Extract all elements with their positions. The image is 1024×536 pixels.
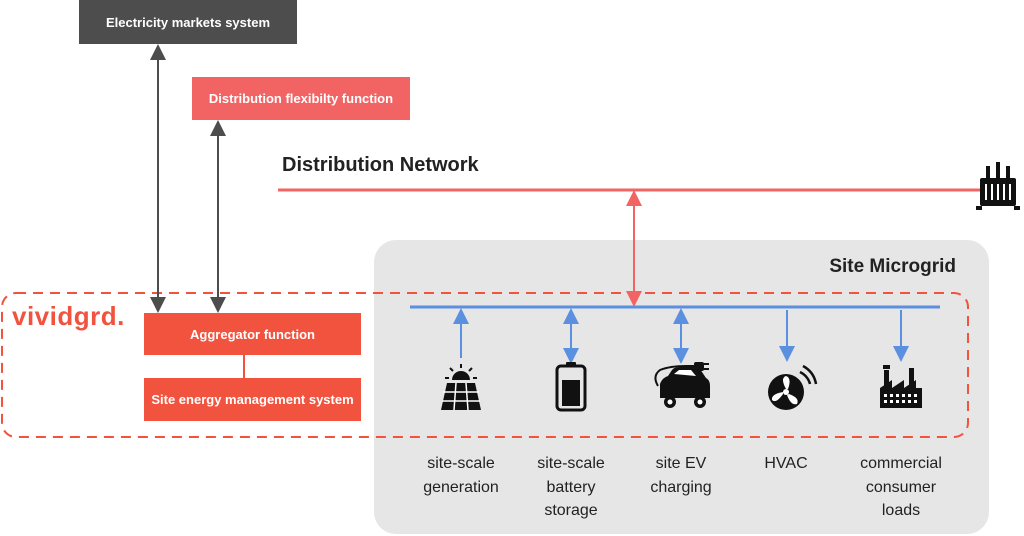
ev-car-icon [654,362,710,408]
asset-label-hvac: HVAC [764,455,808,472]
battery-icon [555,362,587,412]
site-microgrid-title: Site Microgrid [829,256,956,277]
aggregator-function-label: Aggregator function [190,326,315,342]
distribution-network-title: Distribution Network [282,154,479,176]
distribution-flexibility-function-label: Distribution flexibilty function [208,91,394,106]
solar-panel-icon [441,364,481,411]
site-energy-management-system-box: Site energy management system [144,378,361,421]
factory-icon [880,365,922,408]
vividgrd-logo: vividgrd. [12,301,125,331]
electricity-markets-system-label: Electricity markets system [105,14,271,30]
electricity-markets-system-box: Electricity markets system [79,0,297,44]
distribution-flexibility-function-box: Distribution flexibilty function [192,77,410,120]
site-energy-management-system-label: Site energy management system [151,392,354,407]
vividgrd-boundary [1,292,969,438]
transformer-icon [976,162,1020,210]
aggregator-function-box: Aggregator function [144,313,361,355]
fan-icon [768,364,818,410]
